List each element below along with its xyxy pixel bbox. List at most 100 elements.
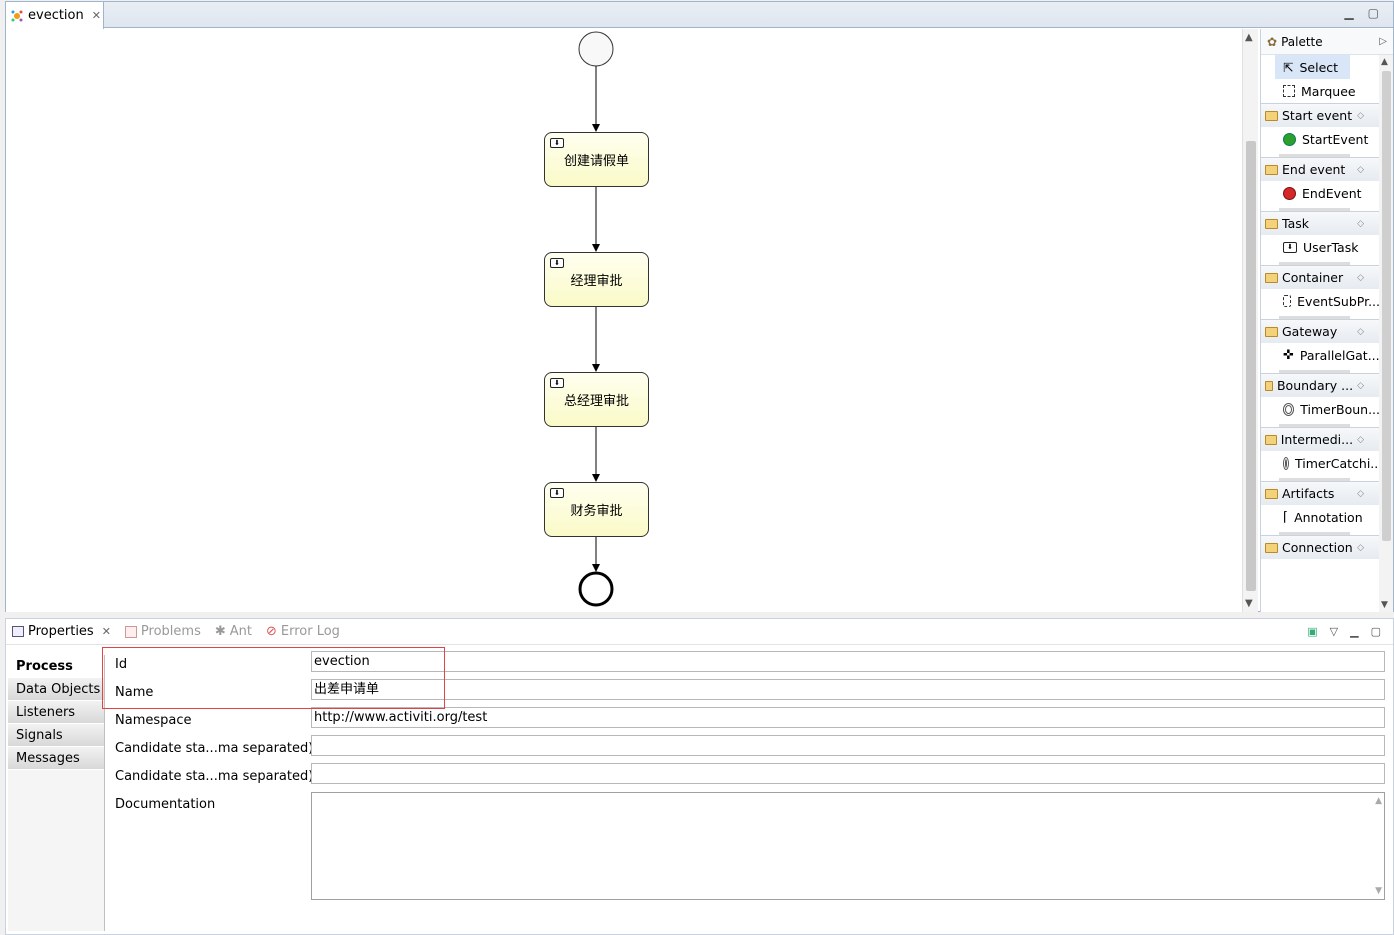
- pin-icon[interactable]: ◇: [1357, 164, 1364, 175]
- tab-ant[interactable]: ✱Ant: [215, 624, 252, 639]
- candidate-starter-groups-field[interactable]: [311, 763, 1385, 784]
- scroll-down-icon[interactable]: ▼: [1375, 886, 1382, 896]
- id-field[interactable]: evection: [311, 651, 1385, 672]
- diagram-canvas[interactable]: ⬇ 创建请假单 ⬇经理审批 ⬇总经理审批 ⬇财务审批: [6, 29, 1242, 612]
- maximize-icon[interactable]: ▢: [1370, 625, 1381, 638]
- item-label: ParallelGat...: [1299, 347, 1380, 363]
- annotation-icon: ⌈: [1283, 509, 1289, 525]
- pin-icon[interactable]: ◇: [1357, 542, 1364, 553]
- folder-icon: [1265, 164, 1278, 175]
- drawer-task[interactable]: Task◇: [1261, 211, 1380, 235]
- close-icon[interactable]: ✕: [91, 9, 101, 22]
- palette-item-timercatching[interactable]: TimerCatchi...: [1261, 451, 1380, 475]
- pin-icon[interactable]: ◇: [1357, 272, 1364, 283]
- documentation-label: Documentation: [115, 797, 216, 812]
- minimize-icon[interactable]: ▁: [1350, 625, 1359, 638]
- folder-icon: [1265, 434, 1277, 445]
- folder-icon: [1265, 542, 1278, 553]
- section-process[interactable]: Process: [8, 655, 104, 678]
- tab-error-log[interactable]: ⊘Error Log: [266, 624, 340, 639]
- scroll-up-icon[interactable]: ▲: [1245, 32, 1253, 43]
- drawer-end-event[interactable]: End event◇: [1261, 157, 1380, 181]
- minimize-icon[interactable]: ▁: [1344, 6, 1354, 20]
- section-messages[interactable]: Messages: [8, 747, 104, 770]
- palette-item-endevent[interactable]: EndEvent: [1261, 181, 1380, 205]
- user-task-icon: ⬇: [550, 488, 564, 498]
- close-icon[interactable]: ✕: [101, 625, 111, 638]
- palette-item-parallelgateway[interactable]: ✜ ParallelGat...: [1261, 343, 1380, 367]
- palette-item-usertask[interactable]: ⬇UserTask: [1261, 235, 1380, 259]
- palette-item-timerboundary[interactable]: TimerBoun...: [1261, 397, 1380, 421]
- pin-icon[interactable]: ◇: [1357, 380, 1364, 391]
- namespace-field[interactable]: http://www.activiti.org/test: [311, 707, 1385, 728]
- palette-icon: ✿: [1267, 34, 1278, 49]
- subprocess-icon: [1283, 295, 1292, 307]
- tab-properties[interactable]: Properties✕: [12, 624, 111, 639]
- section-signals[interactable]: Signals: [8, 724, 104, 747]
- pin-icon[interactable]: ◇: [1357, 434, 1364, 445]
- parallel-gateway-icon: ✜: [1283, 347, 1294, 363]
- node-label: 创建请假单: [563, 154, 629, 169]
- candidate-starter-users-label: Candidate sta...ma separated): [115, 741, 314, 756]
- user-task-node[interactable]: ⬇经理审批: [544, 252, 649, 307]
- collapse-icon[interactable]: ▷: [1379, 36, 1387, 47]
- tab-label: evection: [28, 8, 84, 23]
- candidate-starter-users-field[interactable]: [311, 735, 1385, 756]
- palette-scrollbar[interactable]: ▲ ▼: [1379, 55, 1393, 612]
- drawer-start-event[interactable]: Start event ◇: [1261, 103, 1380, 127]
- diagram-connections: [578, 31, 614, 607]
- drawer-artifacts[interactable]: Artifacts◇: [1261, 481, 1380, 505]
- user-task-icon: ⬇: [550, 138, 564, 148]
- scroll-thumb[interactable]: [1382, 71, 1391, 541]
- marquee-tool[interactable]: Marquee: [1261, 79, 1380, 103]
- palette-title: Palette: [1281, 34, 1323, 49]
- palette-item-eventsubprocess[interactable]: EventSubPr...: [1261, 289, 1380, 313]
- section-data-objects[interactable]: Data Objects: [8, 678, 104, 701]
- folder-icon: [1265, 218, 1278, 229]
- drawer-intermediate[interactable]: Intermedi...◇: [1261, 427, 1380, 451]
- drawer-container[interactable]: Container ◇: [1261, 265, 1380, 289]
- drawer-gateway[interactable]: Gateway ◇: [1261, 319, 1380, 343]
- ant-icon: ✱: [214, 624, 226, 639]
- scroll-up-icon[interactable]: ▲: [1375, 796, 1382, 806]
- scroll-thumb[interactable]: [1246, 141, 1256, 591]
- pin-icon[interactable]: ◇: [1357, 110, 1364, 121]
- start-event-icon: [1283, 132, 1296, 146]
- maximize-icon[interactable]: ▢: [1367, 6, 1379, 20]
- start-event[interactable]: [578, 31, 614, 67]
- tab-label: Error Log: [280, 624, 340, 639]
- tab-problems[interactable]: Problems: [124, 624, 201, 639]
- name-label: Name: [115, 685, 154, 700]
- section-listeners[interactable]: Listeners: [8, 701, 104, 724]
- new-window-icon[interactable]: ▣: [1307, 625, 1318, 638]
- view-menu-icon[interactable]: ▽: [1329, 625, 1339, 638]
- user-task-node[interactable]: ⬇财务审批: [544, 482, 649, 537]
- diagram-editor: evection ✕ ▁ ▢ ⬇ 创建请假单 ⬇经理审批 ⬇总经理审批 ⬇财务审批…: [5, 1, 1394, 612]
- user-task-node[interactable]: ⬇总经理审批: [544, 372, 649, 427]
- palette-item-startevent[interactable]: StartEvent: [1261, 127, 1380, 151]
- scroll-down-icon[interactable]: ▼: [1381, 600, 1388, 610]
- user-task-icon: ⬇: [550, 378, 564, 388]
- scroll-up-icon[interactable]: ▲: [1381, 57, 1388, 67]
- pin-icon[interactable]: ◇: [1357, 326, 1364, 337]
- drawer-boundary[interactable]: Boundary ...◇: [1261, 373, 1380, 397]
- palette-header[interactable]: ✿ Palette ▷: [1261, 29, 1393, 55]
- palette-item-annotation[interactable]: ⌈Annotation: [1261, 505, 1380, 529]
- user-task-node[interactable]: ⬇ 创建请假单: [544, 132, 649, 187]
- property-sections: Process Data Objects Listeners Signals M…: [8, 655, 105, 931]
- drawer-label: Container: [1282, 270, 1344, 285]
- tab-label: Problems: [140, 624, 201, 639]
- pin-icon[interactable]: ◇: [1357, 218, 1364, 229]
- name-field[interactable]: 出差申请单: [311, 679, 1385, 700]
- drawer-label: Gateway: [1282, 324, 1338, 339]
- drawer-connection[interactable]: Connection◇: [1261, 535, 1380, 559]
- drawer-label: Start event: [1282, 108, 1353, 123]
- tab-evection[interactable]: evection ✕: [6, 2, 104, 29]
- select-tool[interactable]: ⇱Select: [1275, 55, 1350, 79]
- documentation-textarea[interactable]: ▲ ▼: [311, 792, 1385, 900]
- pin-icon[interactable]: ◇: [1357, 488, 1364, 499]
- end-event[interactable]: [578, 571, 614, 607]
- problems-icon: [124, 625, 137, 638]
- scroll-down-icon[interactable]: ▼: [1245, 598, 1253, 609]
- canvas-scrollbar[interactable]: ▲ ▼: [1242, 29, 1258, 612]
